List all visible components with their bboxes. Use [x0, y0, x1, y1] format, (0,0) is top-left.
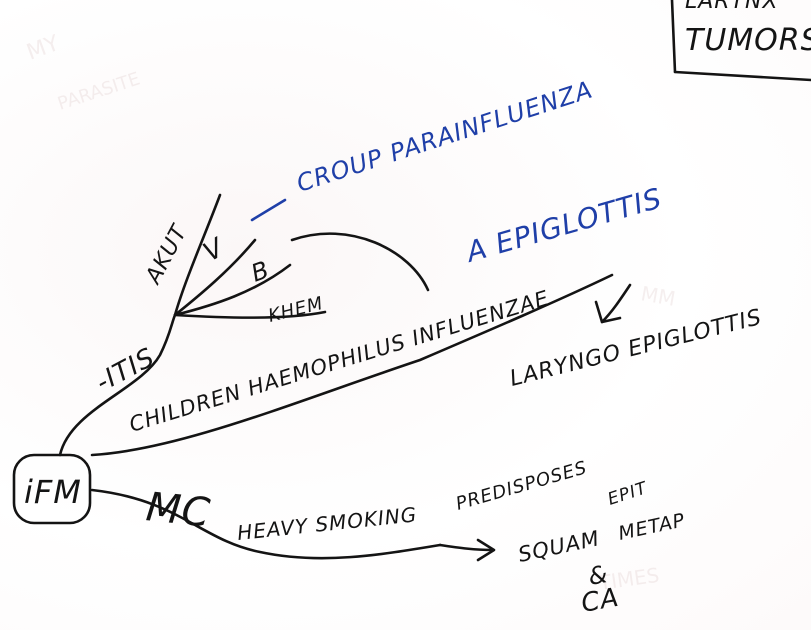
label-heavy-smoking: HEAVY SMOKING: [236, 502, 418, 545]
boxed-note: LARYNX TUMORS: [670, 0, 811, 82]
branch-mc-line: [90, 488, 442, 560]
label-khem: KHEM: [266, 293, 326, 327]
label-amp: &: [586, 560, 610, 591]
svg-text:PARASITE: PARASITE: [55, 68, 143, 114]
label-metap: METAP: [616, 509, 687, 545]
croup-connector-dash: [250, 198, 287, 222]
label-b: B: [247, 255, 273, 287]
sub-branch-akut-line: [173, 193, 222, 317]
label-itis: -ITIS: [91, 343, 160, 399]
sub-branch-khem-line: [173, 310, 327, 319]
branch-itis-line: [58, 313, 177, 457]
label-a-epiglottis: A EPIGLOTTIS: [461, 181, 666, 269]
boxed-note-line-1: LARYNX: [685, 0, 779, 14]
boxed-note-left-edge: [670, 0, 677, 74]
label-squam: SQUAM: [516, 526, 602, 567]
sub-branch-v-line: [173, 238, 257, 317]
boxed-note-line-2: TUMORS: [685, 23, 811, 58]
laryngo-arrow-shaft: [600, 283, 632, 324]
central-node: iFM: [12, 453, 92, 525]
label-ca: CA: [579, 583, 622, 619]
central-node-label: iFM: [24, 473, 82, 511]
sub-branch-b-line: [173, 263, 292, 317]
branch-children-line: [90, 273, 614, 457]
label-children: CHILDREN HAEMOPHILUS INFLUENZAE: [126, 286, 552, 437]
smoking-arrow-head: [476, 538, 496, 562]
label-mc: MC: [144, 484, 213, 536]
label-laryngo-epiglottis: LARYNGO EPIGLOTTIS: [507, 305, 764, 392]
svg-text:MY: MY: [24, 31, 64, 66]
b-to-epiglottis-arc: [290, 232, 430, 292]
label-croup: CROUP PARAINFLUENZA: [293, 75, 596, 197]
label-epit: EPIT: [605, 478, 650, 510]
smoking-arrow-shaft: [438, 543, 494, 552]
laryngo-arrow-head: [594, 300, 622, 324]
label-predisposes: PREDISPOSES: [454, 457, 590, 515]
label-akut: AKUT: [140, 220, 193, 289]
central-node-box: [12, 453, 92, 525]
boxed-note-bottom-edge: [673, 70, 811, 82]
svg-text:MM: MM: [639, 281, 677, 311]
